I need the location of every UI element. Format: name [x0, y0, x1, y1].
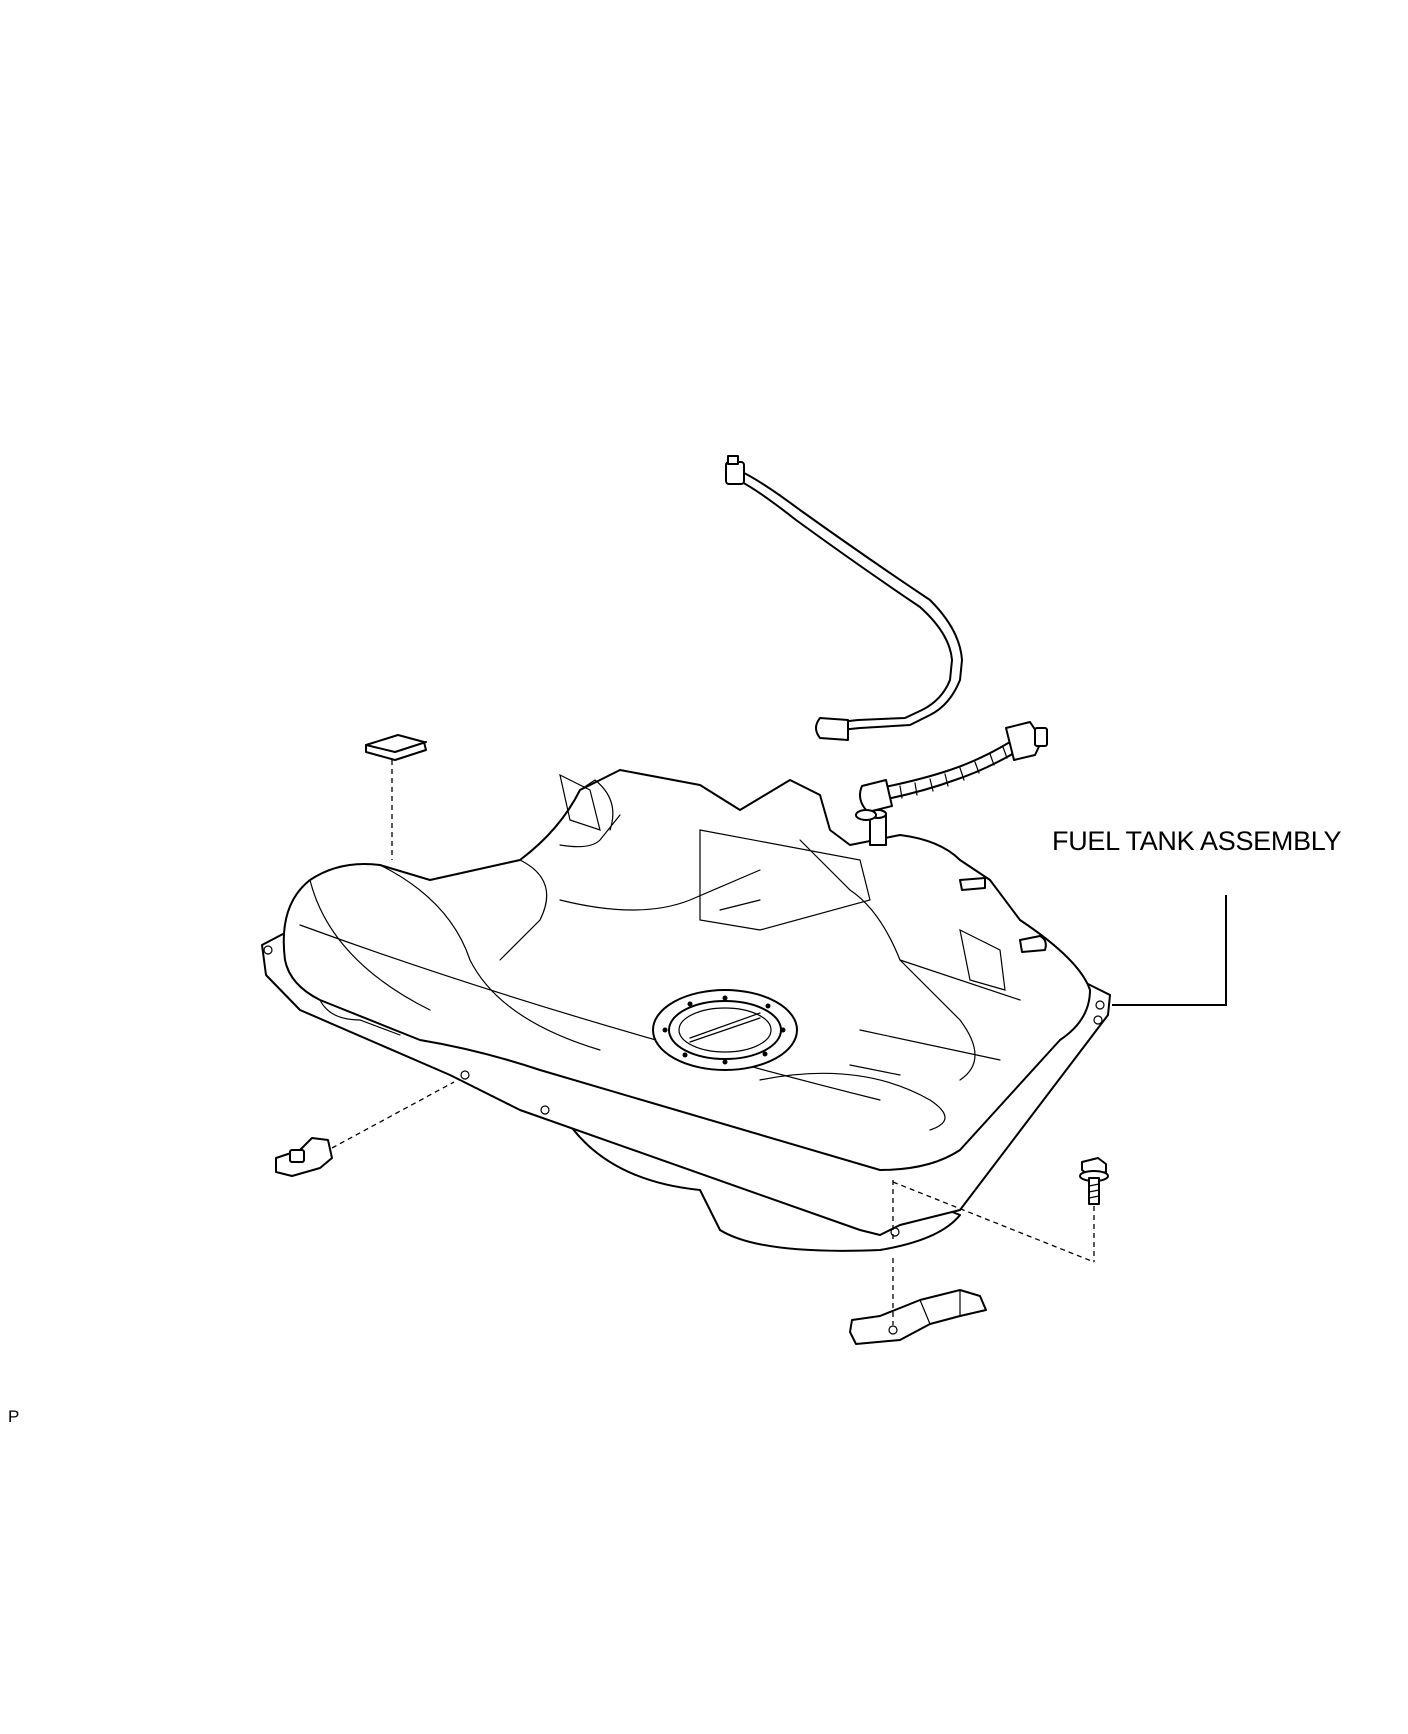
tank-ports [869, 809, 1047, 953]
fuel-tank-body [261, 769, 1111, 1252]
tank-clip-left [275, 1081, 455, 1177]
assembly-guide-lines [892, 1180, 1095, 1263]
fuel-pump-opening [652, 989, 798, 1071]
tank-bolt [1079, 1157, 1109, 1262]
callout-leader [1112, 895, 1227, 1006]
illustration-code: P [8, 1407, 20, 1426]
protector-pad [365, 734, 427, 860]
fuel-tube-upper [725, 455, 963, 741]
flange-holes [263, 945, 1105, 1237]
tank-bracket-bottom [849, 1258, 987, 1345]
fuel-hose-corrugated [855, 721, 1048, 821]
fuel-tank-assembly-label: FUEL TANK ASSEMBLY [1052, 826, 1342, 856]
